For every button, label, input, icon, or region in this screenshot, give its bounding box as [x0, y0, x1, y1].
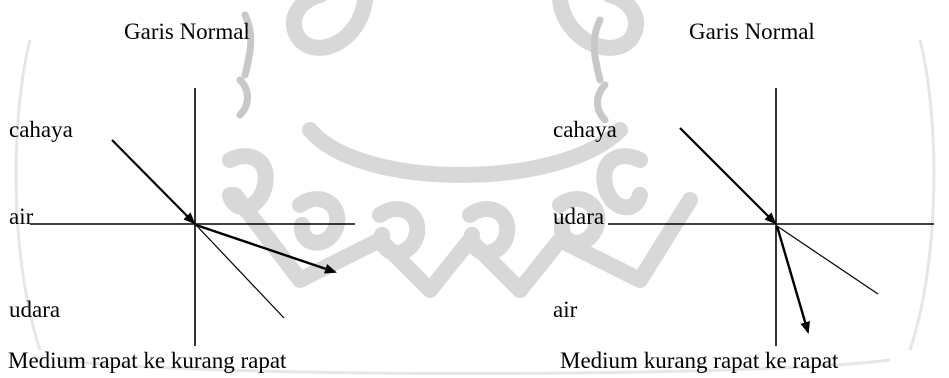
right-refracted-ray: [777, 226, 808, 332]
left-normal-label: Garis Normal: [124, 20, 250, 43]
right-diagram: [608, 88, 934, 346]
right-normal-label: Garis Normal: [689, 20, 815, 43]
left-medium-top-label: air: [9, 205, 33, 228]
right-extension-line: [777, 226, 878, 294]
left-incident-ray: [112, 140, 194, 223]
left-medium-bottom-label: udara: [9, 298, 60, 321]
right-medium-top-label: udara: [553, 205, 604, 228]
left-light-label: cahaya: [9, 118, 73, 141]
left-refracted-ray: [196, 225, 335, 272]
right-caption: Medium kurang rapat ke rapat: [560, 349, 838, 372]
right-incident-ray: [680, 128, 775, 223]
left-caption: Medium rapat ke kurang rapat: [8, 349, 286, 372]
left-diagram: [30, 88, 355, 346]
right-medium-bottom-label: air: [553, 298, 577, 321]
right-light-label: cahaya: [553, 118, 617, 141]
